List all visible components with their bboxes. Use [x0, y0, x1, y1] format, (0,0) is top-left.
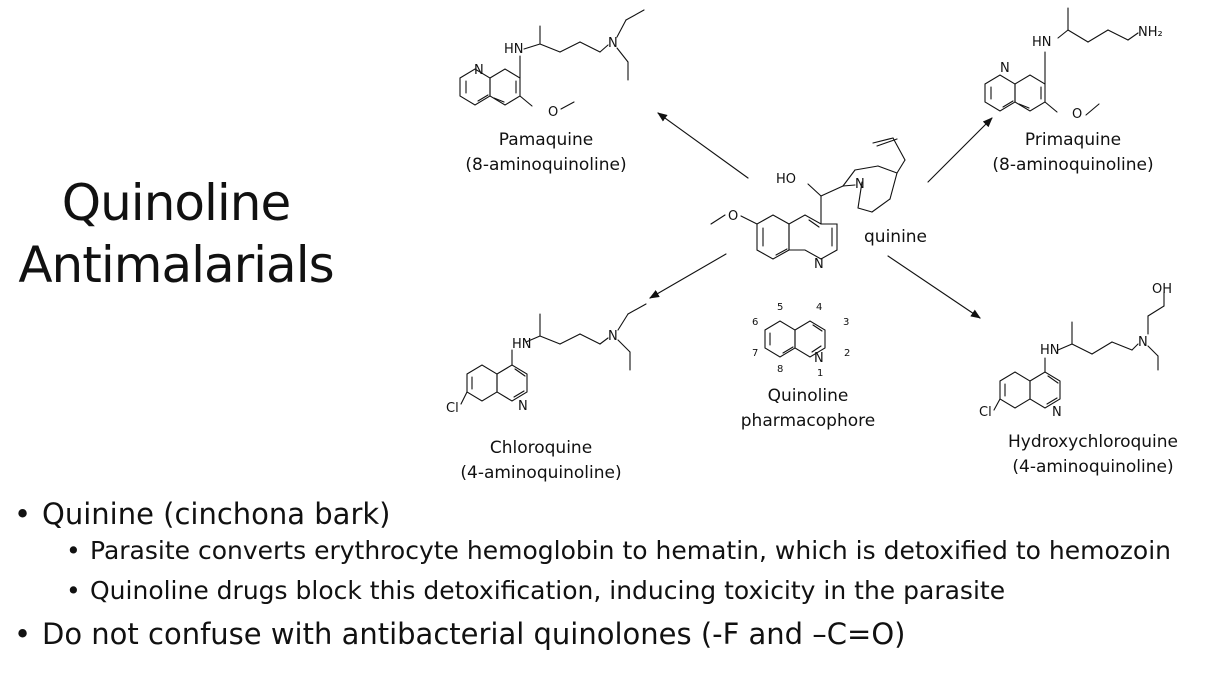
ring-number: 5 — [777, 302, 783, 313]
slide-title-line-2: Antimalarials — [18, 236, 334, 294]
atom-label: HN — [504, 42, 524, 57]
atom-label: NH₂ — [1138, 25, 1163, 40]
pamaquine-name: Pamaquine — [498, 130, 594, 150]
atom-label: O — [1072, 107, 1082, 122]
arrow-to-hydroxychloroquine — [887, 255, 981, 319]
sub-bullet-item: • Quinoline drugs block this detoxificat… — [14, 576, 1204, 606]
atom-label: N — [518, 399, 528, 414]
atom-label: OH — [1152, 282, 1172, 297]
pharmacophore-structure — [764, 320, 826, 358]
atom-label: O — [548, 105, 558, 120]
atom-label: N — [1052, 405, 1062, 420]
arrow-to-primaquine — [927, 117, 993, 183]
bullet-list: • Quinine (cinchona bark) • Parasite con… — [14, 496, 1204, 656]
pamaquine-structure — [459, 9, 645, 110]
primaquine-class: (8-aminoquinoline) — [992, 155, 1154, 175]
hydroxychloroquine-caption: Hydroxychloroquine (4-aminoquinoline) — [978, 430, 1208, 480]
atom-label: Cl — [979, 405, 992, 420]
atom-label: N — [474, 63, 484, 78]
ring-number: 2 — [844, 348, 850, 359]
bullet-dot: • — [66, 536, 81, 565]
atom-label: N — [814, 257, 824, 272]
bullet-dot: • — [66, 576, 81, 605]
atom-label: N — [608, 36, 618, 51]
bullet-dot: • — [14, 497, 32, 531]
quinine-structure — [710, 137, 906, 260]
pharmacophore-subtitle: pharmacophore — [740, 411, 876, 431]
ring-number: 3 — [843, 317, 849, 328]
primaquine-structure — [984, 7, 1139, 116]
hydroxychloroquine-class: (4-aminoquinoline) — [1012, 457, 1174, 477]
atom-label: N — [855, 177, 865, 192]
atom-label: Cl — [446, 401, 459, 416]
atom-label: HN — [1032, 35, 1052, 50]
primaquine-name: Primaquine — [1024, 130, 1122, 150]
atom-label: N — [1138, 335, 1148, 350]
pharmacophore-caption: Quinoline pharmacophore — [723, 384, 893, 434]
chloroquine-caption: Chloroquine (4-aminoquinoline) — [441, 436, 641, 486]
hydroxychloroquine-name: Hydroxychloroquine — [1007, 432, 1179, 452]
slide-title-line-1: Quinoline — [61, 174, 291, 232]
slide-title: Quinoline Antimalarials — [6, 172, 346, 296]
atom-label: N — [814, 351, 824, 366]
arrow-to-chloroquine — [649, 253, 727, 299]
chloroquine-class: (4-aminoquinoline) — [460, 463, 622, 483]
sub-bullet-text: Quinoline drugs block this detoxificatio… — [90, 576, 1006, 605]
bullet-dot: • — [14, 617, 32, 651]
hydroxychloroquine-structure — [993, 291, 1165, 411]
atom-label: HO — [776, 172, 796, 187]
bullet-text: Quinine (cinchona bark) — [42, 497, 391, 531]
atom-label: N — [1000, 61, 1010, 76]
arrow-to-pamaquine — [657, 112, 749, 179]
sub-bullet-item: • Parasite converts erythrocyte hemoglob… — [14, 536, 1204, 566]
sub-bullet-text: Parasite converts erythrocyte hemoglobin… — [90, 536, 1171, 565]
bullet-item: • Quinine (cinchona bark) — [14, 496, 1204, 532]
pamaquine-caption: Pamaquine (8-aminoquinoline) — [446, 128, 646, 178]
atom-label: O — [728, 209, 738, 224]
ring-number: 8 — [777, 364, 783, 375]
quinine-caption: quinine — [864, 227, 928, 247]
chloroquine-structure — [460, 303, 647, 405]
pharmacophore-name: Quinoline — [767, 386, 849, 406]
ring-number: 6 — [752, 317, 758, 328]
atom-label: HN — [512, 337, 532, 352]
chloroquine-name: Chloroquine — [489, 438, 593, 458]
atom-label: N — [608, 329, 618, 344]
bullet-text: Do not confuse with antibacterial quinol… — [42, 617, 906, 651]
primaquine-caption: Primaquine (8-aminoquinoline) — [973, 128, 1173, 178]
ring-number: 1 — [817, 368, 823, 379]
pamaquine-class: (8-aminoquinoline) — [465, 155, 627, 175]
atom-label: HN — [1040, 343, 1060, 358]
ring-number: 4 — [816, 302, 822, 313]
bullet-item: • Do not confuse with antibacterial quin… — [14, 616, 1204, 652]
ring-number: 7 — [752, 348, 758, 359]
